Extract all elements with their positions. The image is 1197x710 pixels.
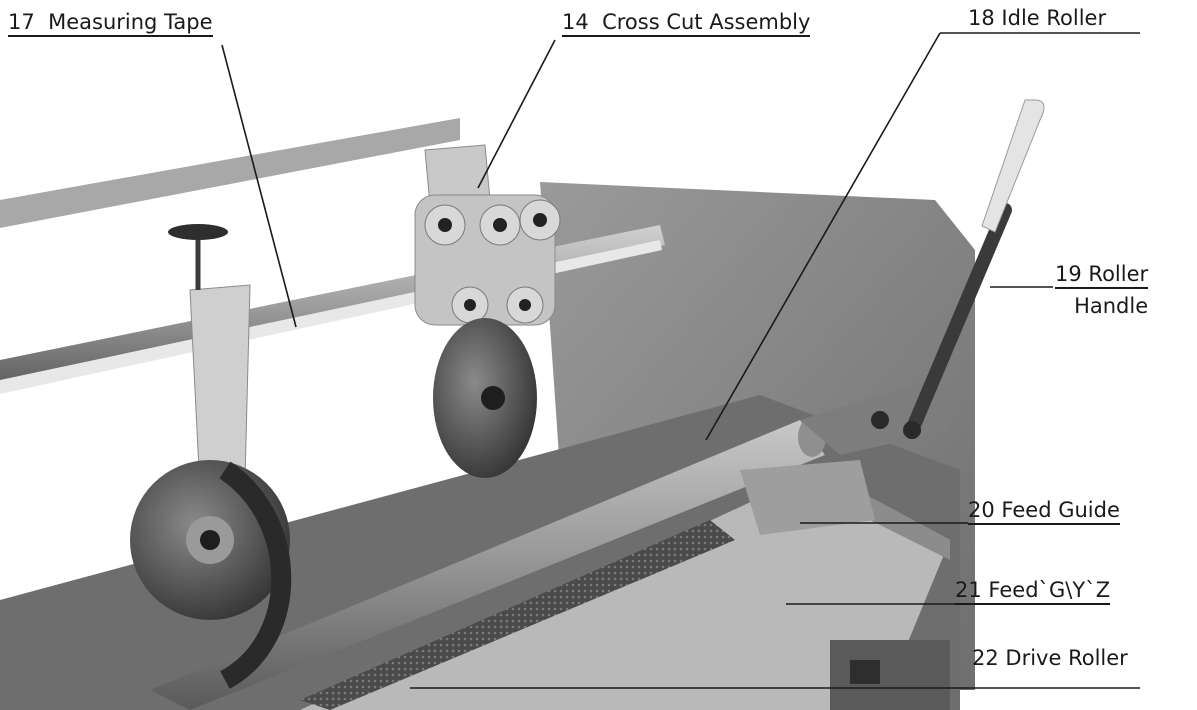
drive-roller <box>300 520 735 710</box>
callout-text: Feed Guide <box>1001 498 1120 522</box>
leader-lines <box>221 32 1140 689</box>
callout-text: Feed`G\Y`Z <box>988 578 1111 602</box>
callout-number: 22 <box>972 646 999 670</box>
idle-roller <box>150 420 825 710</box>
adjust-knob <box>168 224 228 240</box>
callout-number: 17 <box>8 10 35 34</box>
callout-text-line2: Handle <box>1074 294 1149 318</box>
callout-feed-guide: 20 Feed Guide <box>968 498 1120 525</box>
top-bar <box>0 118 460 228</box>
callout-number: 14 <box>562 10 589 34</box>
callout-cross-cut-assembly: 14 Cross Cut Assembly <box>562 10 811 37</box>
carriage-wheels <box>424 199 561 324</box>
callout-text: Cross Cut Assembly <box>602 10 811 34</box>
callout-number: 18 <box>968 6 995 30</box>
roller-handle-grip <box>981 99 1045 233</box>
left-carriage-plate <box>189 284 251 491</box>
drive-box <box>830 640 950 710</box>
callout-number: 19 <box>1055 262 1082 286</box>
callout-feed-tray: 21 Feed`G\Y`Z <box>955 578 1111 605</box>
callout-text: Idle Roller <box>1001 6 1107 30</box>
callout-number: 21 <box>955 578 982 602</box>
callout-measuring-tape: 17 Measuring Tape <box>8 10 213 37</box>
callout-text: Drive Roller <box>1005 646 1128 670</box>
callout-text: Measuring Tape <box>48 10 213 34</box>
callout-roller-handle: 19 Roller Handle <box>1055 262 1149 318</box>
callout-number: 20 <box>968 498 995 522</box>
callout-idle-roller: 18 Idle Roller <box>968 6 1106 30</box>
roller-handle-bar <box>905 203 1012 437</box>
callout-text: Roller <box>1088 262 1149 286</box>
feed-guide-block <box>740 460 875 535</box>
callout-drive-roller: 22 Drive Roller <box>972 646 1128 670</box>
